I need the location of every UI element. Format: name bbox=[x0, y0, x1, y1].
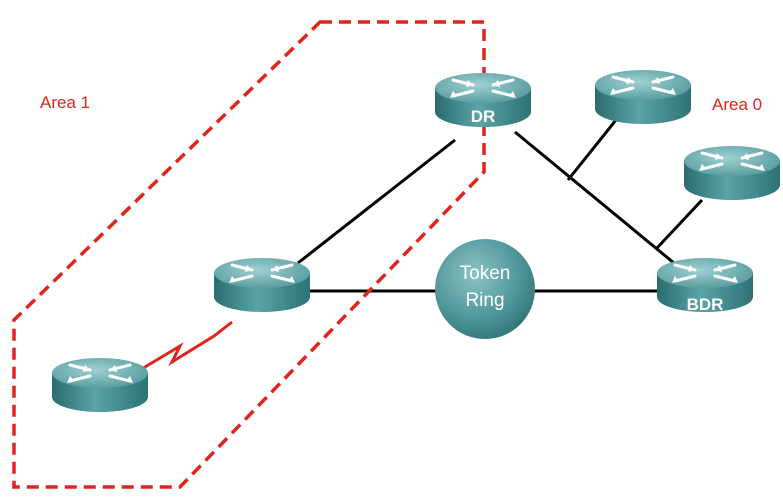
router-area0-top[interactable] bbox=[593, 68, 693, 126]
serial-link bbox=[139, 320, 233, 372]
token-ring[interactable]: Token Ring bbox=[435, 239, 535, 339]
network-links bbox=[297, 119, 704, 293]
area1-label: Area 1 bbox=[40, 93, 90, 112]
router-area0-right[interactable] bbox=[682, 144, 782, 202]
area1-boundary bbox=[12, 20, 486, 489]
link-left-router-to-dr bbox=[297, 138, 456, 265]
link-right-router-drop bbox=[655, 198, 704, 250]
area0-label: Area 0 bbox=[712, 95, 762, 114]
router-bdr-label: BDR bbox=[687, 295, 724, 314]
router-bdr[interactable]: BDR bbox=[655, 256, 755, 314]
router-bottom-left[interactable] bbox=[50, 356, 150, 414]
router-dr-label: DR bbox=[471, 107, 496, 126]
link-dr-to-bdr bbox=[514, 130, 681, 270]
token-ring-label-line2: Ring bbox=[465, 290, 504, 311]
router-left-center[interactable] bbox=[212, 256, 312, 314]
token-ring-label-line1: Token bbox=[460, 263, 511, 284]
router-dr[interactable]: DR bbox=[433, 71, 533, 129]
link-top-router-drop bbox=[566, 119, 618, 181]
